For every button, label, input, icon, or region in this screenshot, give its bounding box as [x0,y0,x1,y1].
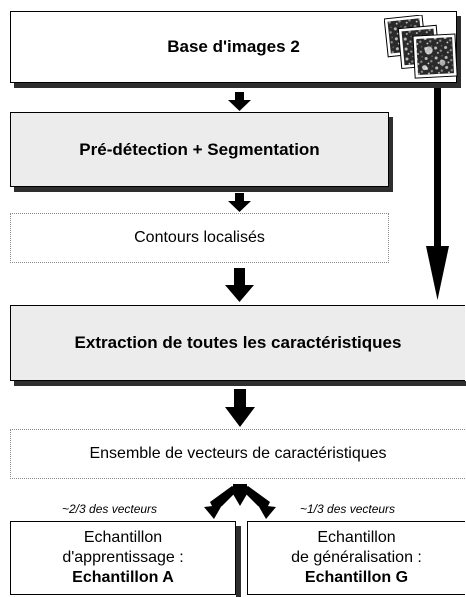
extract-shadow-bar [14,381,466,386]
node-sample-g-line1: Echantillon [317,529,396,546]
base-shadow-side [457,16,461,88]
node-predetection-segmentation: Pré-détection + Segmentation [10,112,389,187]
arrow-extract-to-ensemble [225,389,255,427]
node-ensemble-vecteurs-label: Ensemble de vecteurs de caractéristiques [89,445,387,462]
node-base-images: Base d'images 2 [10,11,457,83]
node-ensemble-vecteurs: Ensemble de vecteurs de caractéristiques [10,429,465,479]
sampleA-shadow-side [236,526,241,597]
split-note-a: ~2/3 des vecteurs [62,502,158,516]
node-extraction: Extraction de toutes les caractéristique… [10,305,465,381]
arrow-preseg-to-contours [228,193,251,212]
arrow-base-to-extract-bypass [426,88,449,300]
split-arrow [204,484,276,519]
node-sample-g-line2: de généralisation : [291,549,422,566]
node-sample-a-line1: Echantillon [83,529,163,546]
node-extraction-label: Extraction de toutes les caractéristique… [74,333,402,352]
node-contours-localises: Contours localisés [10,213,389,263]
split-note-g: ~1/3 des vecteurs [300,502,396,516]
node-predetection-segmentation-label: Pré-détection + Segmentation [79,139,320,159]
arrow-contours-to-extract [225,268,254,302]
arrow-base-to-preseg [228,92,251,111]
image-stack-icon [383,14,460,79]
node-base-images-label: Base d'images 2 [167,37,300,56]
node-sample-a-line3: Echantillon A [72,569,174,586]
node-sample-a-line2: d'apprentissage : [62,549,184,566]
node-sample-a: Echantillon d'apprentissage : Echantillo… [10,521,236,595]
node-sample-g: Echantillon de généralisation : Echantil… [247,521,465,595]
node-contours-localises-label: Contours localisés [134,229,265,246]
base-shadow-bar [14,83,461,88]
node-sample-g-line3: Echantillon G [304,569,409,586]
